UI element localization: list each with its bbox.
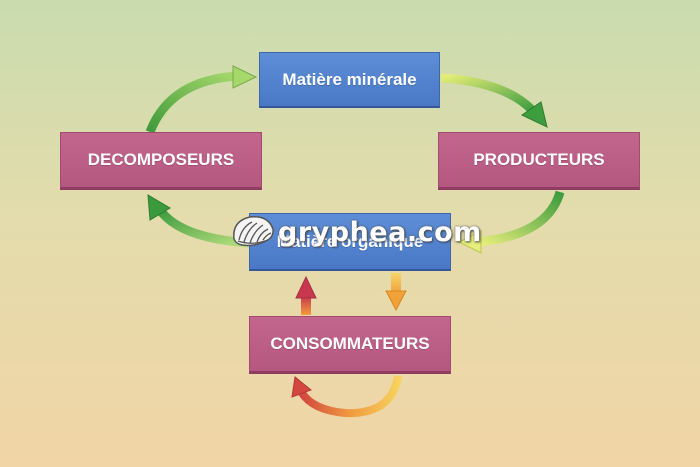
box-producers: PRODUCTEURS <box>438 132 640 190</box>
arrow-consumers-to-organic <box>295 275 317 315</box>
box-organic-matter: Matière organique <box>249 213 451 271</box>
box-decomposers: DECOMPOSEURS <box>60 132 262 190</box>
box-producers-label: PRODUCTEURS <box>473 150 605 169</box>
box-organic-matter-label: Matière organique <box>276 231 424 251</box>
shell-logo-icon <box>233 216 274 247</box>
arrow-decomposers-to-mineral <box>145 65 258 134</box>
arrow-producers-to-organic <box>457 190 565 254</box>
box-consumers: CONSOMMATEURS <box>249 316 451 374</box>
arrow-organic-to-consumers <box>385 273 407 312</box>
watermark-text: gryphea.com <box>278 216 482 248</box>
box-consumers-label: CONSOMMATEURS <box>270 334 430 353</box>
box-decomposers-label: DECOMPOSEURS <box>87 150 235 169</box>
box-mineral-matter: Matière minérale <box>259 52 440 108</box>
arrow-mineral-to-producers <box>440 73 548 128</box>
watermark: gryphea.com <box>230 212 482 252</box>
arrow-consumers-loop <box>291 375 402 418</box>
box-mineral-matter-label: Matière minérale <box>282 69 417 89</box>
